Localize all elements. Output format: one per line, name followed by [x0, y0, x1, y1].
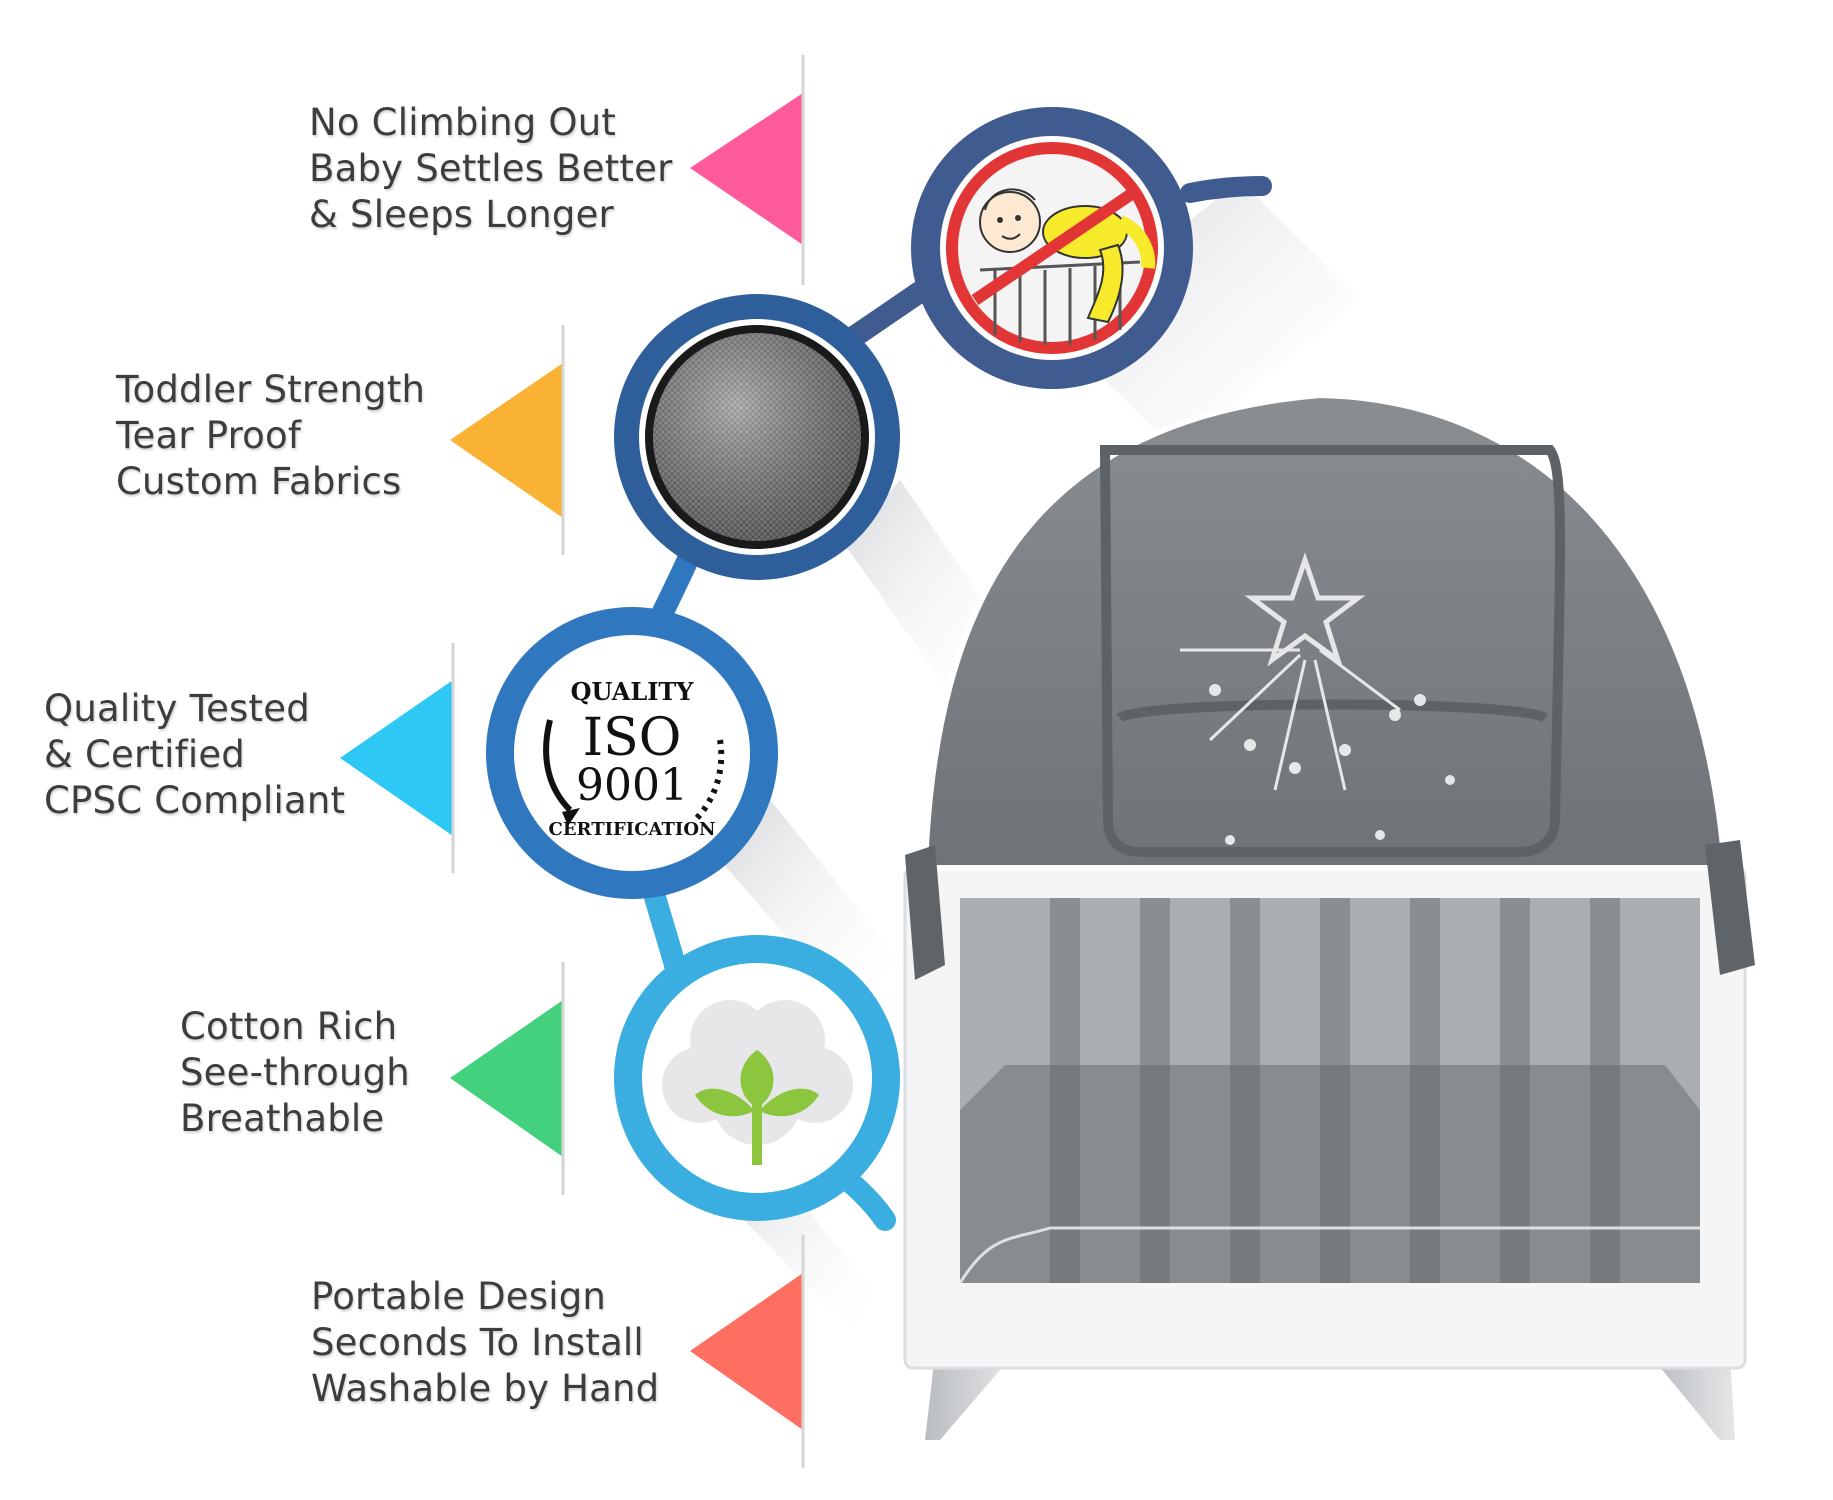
badge-main-text: ISO: [583, 708, 682, 768]
crib-tent-product-image: [903, 391, 1755, 1440]
badge-top-text: QUALITY: [571, 677, 695, 706]
iso-certification-icon: QUALITY ISO 9001 CERTIFICATION: [486, 607, 778, 899]
pointer-pink: [690, 55, 805, 285]
badge-number-text: 9001: [576, 760, 688, 811]
feature-line: Portable Design: [311, 1275, 607, 1318]
feature-label-cotton-rich: Cotton Rich See-through Breathable: [180, 1004, 410, 1142]
feature-label-quality-tested: Quality Tested & Certified CPSC Complian…: [44, 686, 345, 824]
feature-pointers: [340, 55, 805, 1468]
feature-line: Washable by Hand: [311, 1367, 660, 1410]
feature-line: Custom Fabrics: [116, 460, 402, 503]
pointer-coral: [690, 1235, 805, 1468]
cotton-plant-icon: [614, 935, 900, 1221]
feature-line: See-through: [180, 1051, 410, 1094]
feature-label-toddler-strength: Toddler Strength Tear Proof Custom Fabri…: [116, 367, 425, 505]
feature-line: Toddler Strength: [116, 368, 426, 411]
badge-bottom-text: CERTIFICATION: [549, 819, 716, 840]
feature-label-portable-design: Portable Design Seconds To Install Washa…: [311, 1274, 659, 1412]
pointer-orange: [450, 325, 565, 555]
feature-line: & Certified: [44, 733, 245, 776]
feature-line: & Sleeps Longer: [309, 193, 614, 236]
pointer-green: [450, 962, 565, 1195]
feature-line: CPSC Compliant: [44, 779, 346, 822]
no-climbing-icon: [911, 107, 1193, 389]
feature-line: Tear Proof: [116, 414, 302, 457]
feature-label-no-climbing: No Climbing Out Baby Settles Better & Sl…: [309, 100, 672, 238]
pointer-blue: [340, 643, 455, 873]
feature-line: Quality Tested: [44, 687, 310, 730]
feature-line: Cotton Rich: [180, 1005, 398, 1048]
feature-line: Baby Settles Better: [309, 147, 673, 190]
feature-line: Seconds To Install: [311, 1321, 644, 1364]
feature-line: No Climbing Out: [309, 101, 617, 144]
feature-line: Breathable: [180, 1097, 385, 1140]
mesh-fabric-icon: [614, 294, 900, 580]
